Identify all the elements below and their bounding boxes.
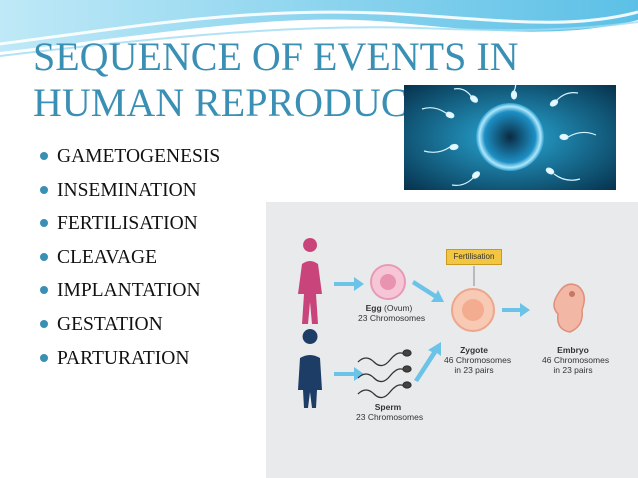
zygote-label: Zygote 46 Chromosomes in 23 pairs [444,345,511,375]
sperm-cells-icon [357,349,412,399]
list-item: FERTILISATION [40,207,220,241]
list-item: PARTURATION [40,342,220,376]
list-item: GAMETOGENESIS [40,140,220,174]
egg-label: Egg (Ovum) 23 Chromosomes [358,303,425,323]
embryo-icon [553,283,585,333]
arrow-icon [502,303,530,317]
embryo-name: Embryo [557,345,589,355]
egg-name: Egg [365,303,382,313]
list-item: GESTATION [40,308,220,342]
egg-chromosomes: 23 Chromosomes [358,313,426,323]
arrow-icon [412,280,444,302]
reproduction-diagram: Fertilisation Egg (Ovum) 23 Chromosomes … [266,202,638,478]
female-figure-icon [298,238,322,324]
sperm-name: Sperm [374,402,402,412]
embryo-line-1: 46 Chromosomes [542,355,610,365]
male-figure-icon [298,329,322,408]
sperm-chromosomes: 23 Chromosomes [356,412,424,422]
zygote-line-1: 46 Chromosomes [444,355,512,365]
arrow-icon [334,367,364,381]
list-item: IMPLANTATION [40,274,220,308]
zygote-name: Zygote [460,345,488,355]
arrow-icon [334,277,364,291]
title-line-1: SEQUENCE OF EVENTS IN [33,34,519,79]
diagram-illustration [298,238,585,408]
list-item: CLEAVAGE [40,241,220,275]
embryo-label: Embryo 46 Chromosomes in 23 pairs [542,345,609,375]
egg-sub: (Ovum) [384,303,413,313]
fertilisation-label: Fertilisation [446,249,502,265]
sperm-egg-photo [404,85,616,190]
embryo-line-2: in 23 pairs [553,365,593,375]
header-wave-decoration [0,0,638,57]
sperm-label: Sperm 23 Chromosomes [356,402,424,422]
arrow-icon [414,342,441,382]
zygote-line-2: in 23 pairs [454,365,494,375]
list-item: INSEMINATION [40,174,220,208]
events-list: GAMETOGENESIS INSEMINATION FERTILISATION… [40,140,220,375]
